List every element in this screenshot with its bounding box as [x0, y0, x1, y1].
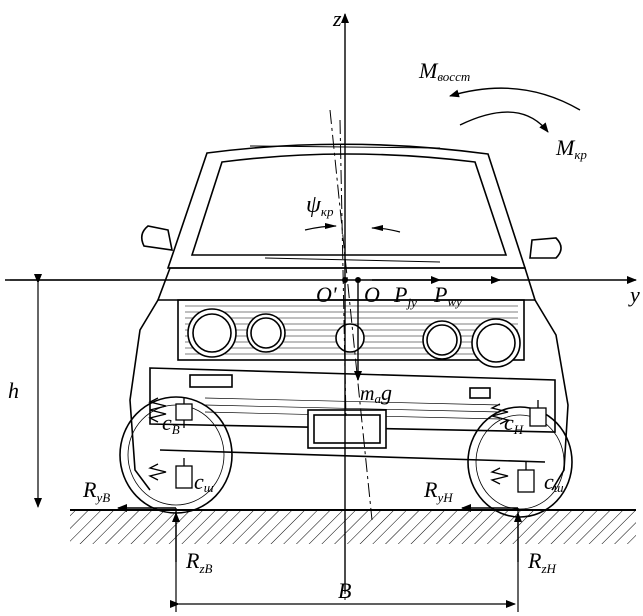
right-suspension: [490, 400, 547, 493]
pjy-label: Pjy: [393, 282, 417, 310]
ch-label: cH: [504, 410, 524, 437]
z-axis-label: z: [332, 6, 342, 31]
b-label: B: [338, 578, 351, 603]
car-front-view: [129, 143, 569, 491]
y-axis-label: y: [628, 282, 640, 307]
rzb-label: RzB: [185, 548, 213, 576]
csh-right-label: cш: [544, 469, 564, 495]
h-label: h: [8, 378, 19, 403]
m-kr-arrow: [459, 111, 549, 133]
reaction-forces: [117, 504, 522, 562]
point-o-prime: [342, 277, 348, 283]
o-prime-label: O': [316, 282, 337, 307]
m-kr-label: Mкр: [555, 135, 587, 162]
csh-left-label: cш: [194, 469, 214, 495]
mag-label: mag: [360, 380, 392, 406]
moment-arrows: [449, 87, 581, 133]
h-dimension: [10, 274, 120, 508]
rzh-label: RzH: [527, 548, 557, 576]
psi-angle: [304, 223, 401, 233]
left-suspension: [148, 397, 193, 489]
tilted-axis: [329, 109, 373, 521]
o-label: O: [364, 282, 380, 307]
m-vosst-label: Mвосст: [418, 58, 470, 84]
cb-label: cB: [162, 410, 180, 437]
ryh-label: RyH: [423, 477, 453, 505]
psi-kr-label: ψкр: [306, 192, 334, 219]
pwy-label: Pwy: [433, 282, 462, 309]
ground: [70, 509, 636, 544]
m-vosst-arrow: [449, 87, 581, 111]
ryb-label: RyB: [82, 477, 110, 505]
